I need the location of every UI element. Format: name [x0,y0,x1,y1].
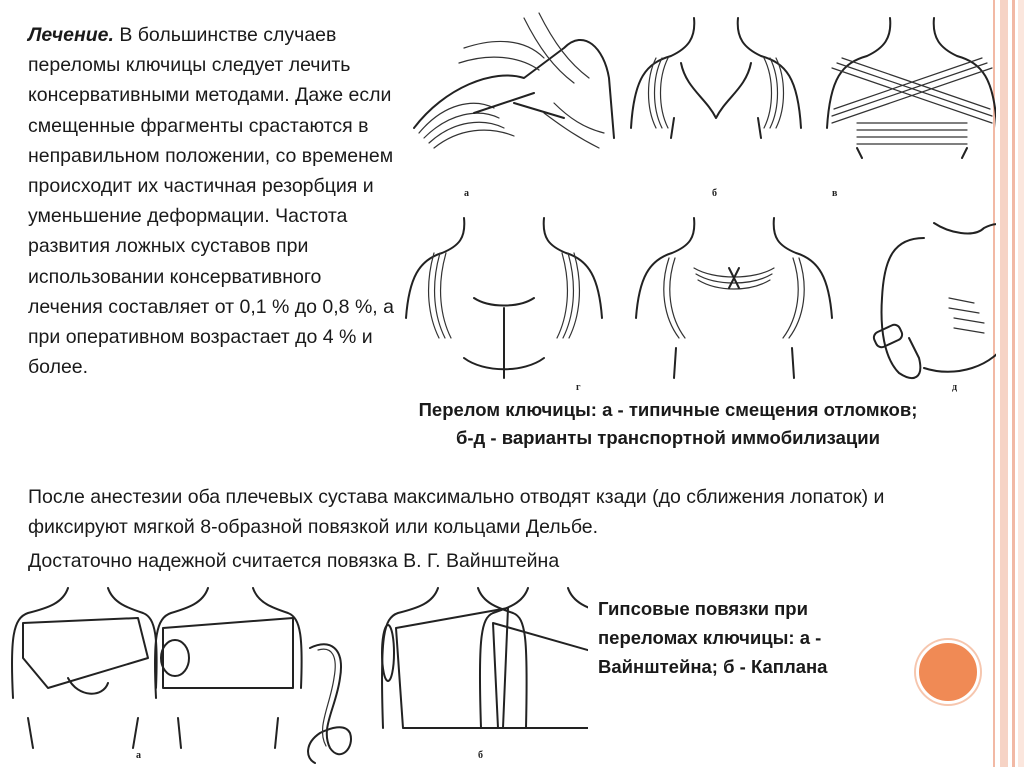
intro-lead: Лечение. [28,24,114,46]
label-v: в [832,188,838,199]
illustration-g: г [405,217,603,392]
illustration-d-rings [635,217,833,379]
paragraph-3: Достаточно надежной считается повязка В.… [28,550,560,572]
decor-rail-2 [1000,0,1008,767]
label-a: а [464,188,469,199]
bottom-label-b: б [478,750,483,761]
accent-circle [916,640,980,704]
label-b: б [712,188,717,199]
illustration-d-arm: д [872,222,996,392]
cast-illustration-b2 [478,587,588,729]
bottom-figure: а б [10,587,588,764]
decor-rail-3 [1012,0,1015,767]
illustration-b: б [630,17,802,199]
intro-paragraph: Лечение. В большинстве случаев переломы … [28,20,398,382]
intro-text: В большинстве случаев переломы ключицы с… [28,24,394,379]
paragraph-2: После анестезии оба плечевых сустава мак… [28,486,885,539]
top-figure-caption: Перелом ключицы: а - типичные смещения о… [418,399,918,448]
illustration-v: в [826,17,996,199]
label-d: д [952,382,957,392]
cast-illustration-b1 [380,587,528,729]
cast-illustration-ring [307,643,352,764]
top-figure: а б в г д [405,12,996,392]
label-g: г [576,382,581,392]
bottom-label-a: а [136,750,141,761]
bottom-figure-caption: Гипсовые повязки при переломах ключицы: … [598,598,828,677]
cast-illustration-a2 [153,587,303,749]
illustration-a: а [413,12,615,199]
decor-rail-1 [993,0,995,767]
cast-illustration-a1 [10,587,158,749]
decor-rail-4 [1018,0,1024,767]
